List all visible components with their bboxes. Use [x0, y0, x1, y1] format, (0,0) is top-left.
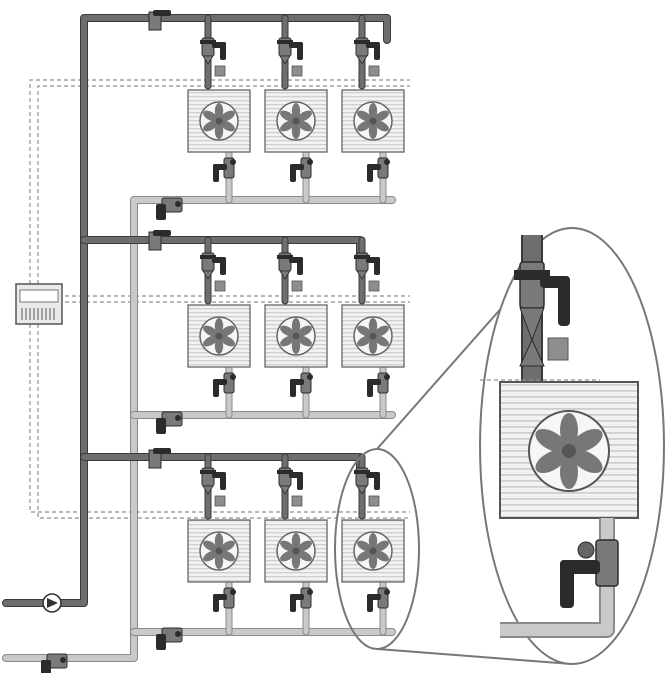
- sensor-box-icon: [547, 337, 569, 361]
- fan-coil-icon: [187, 304, 251, 368]
- sensor-box-icon: [368, 65, 380, 77]
- riser-balancing-valve-icon: [41, 653, 68, 673]
- balancing-valve-icon: [367, 587, 390, 612]
- riser-control-valve-icon: [148, 10, 171, 31]
- control-valve-icon: [277, 467, 303, 495]
- riser-control-valve-icon: [148, 230, 171, 251]
- balancing-valve-icon: [213, 157, 236, 182]
- control-valve-icon: [200, 37, 226, 65]
- fan-coil-icon: [187, 89, 251, 153]
- sensor-box-icon: [214, 495, 226, 507]
- magnifier-callout: [334, 227, 665, 665]
- callout-guide-line: [376, 648, 573, 665]
- balancing-valve-icon: [213, 587, 236, 612]
- balancing-valve-icon: [290, 372, 313, 397]
- riser-balancing-valve-icon: [156, 411, 183, 434]
- fan-coil-icon: [341, 89, 405, 153]
- sensor-box-icon: [214, 280, 226, 292]
- fan-coil-icon: [499, 381, 639, 519]
- fan-coil-units: [187, 37, 405, 612]
- balancing-valve-icon: [290, 157, 313, 182]
- riser-balancing-valve-icon: [156, 627, 183, 650]
- fan-coil-icon: [341, 304, 405, 368]
- riser-balancing-valve-icon: [156, 197, 183, 220]
- fan-coil-icon: [264, 304, 328, 368]
- control-valve-icon: [200, 252, 226, 280]
- balancing-valve-icon: [560, 539, 619, 608]
- sensor-box-icon: [291, 280, 303, 292]
- balancing-valve-icon: [367, 372, 390, 397]
- sensor-box-icon: [214, 65, 226, 77]
- return-riser-pipe: [2, 196, 396, 662]
- riser-valves: [41, 10, 183, 673]
- riser-control-valve-icon: [148, 448, 171, 469]
- balancing-valve-icon: [290, 587, 313, 612]
- fan-coil-icon: [341, 519, 405, 583]
- balancing-valve-icon: [213, 372, 236, 397]
- signal-wire: [37, 85, 410, 284]
- control-valve-icon: [200, 467, 226, 495]
- fan-coil-icon: [264, 519, 328, 583]
- control-valve-icon: [277, 252, 303, 280]
- sensor-box-icon: [291, 495, 303, 507]
- sensor-box-icon: [368, 280, 380, 292]
- control-valve-icon: [514, 261, 570, 367]
- control-valve-icon: [354, 467, 380, 495]
- pump-icon: [42, 593, 62, 613]
- control-valve-icon: [277, 37, 303, 65]
- balancing-valve-icon: [367, 157, 390, 182]
- control-panel-icon: [15, 283, 63, 325]
- sensor-box-icon: [291, 65, 303, 77]
- control-valve-icon: [354, 252, 380, 280]
- control-valve-icon: [354, 37, 380, 65]
- fan-coil-icon: [264, 89, 328, 153]
- sensor-box-icon: [368, 495, 380, 507]
- fan-coil-icon: [187, 519, 251, 583]
